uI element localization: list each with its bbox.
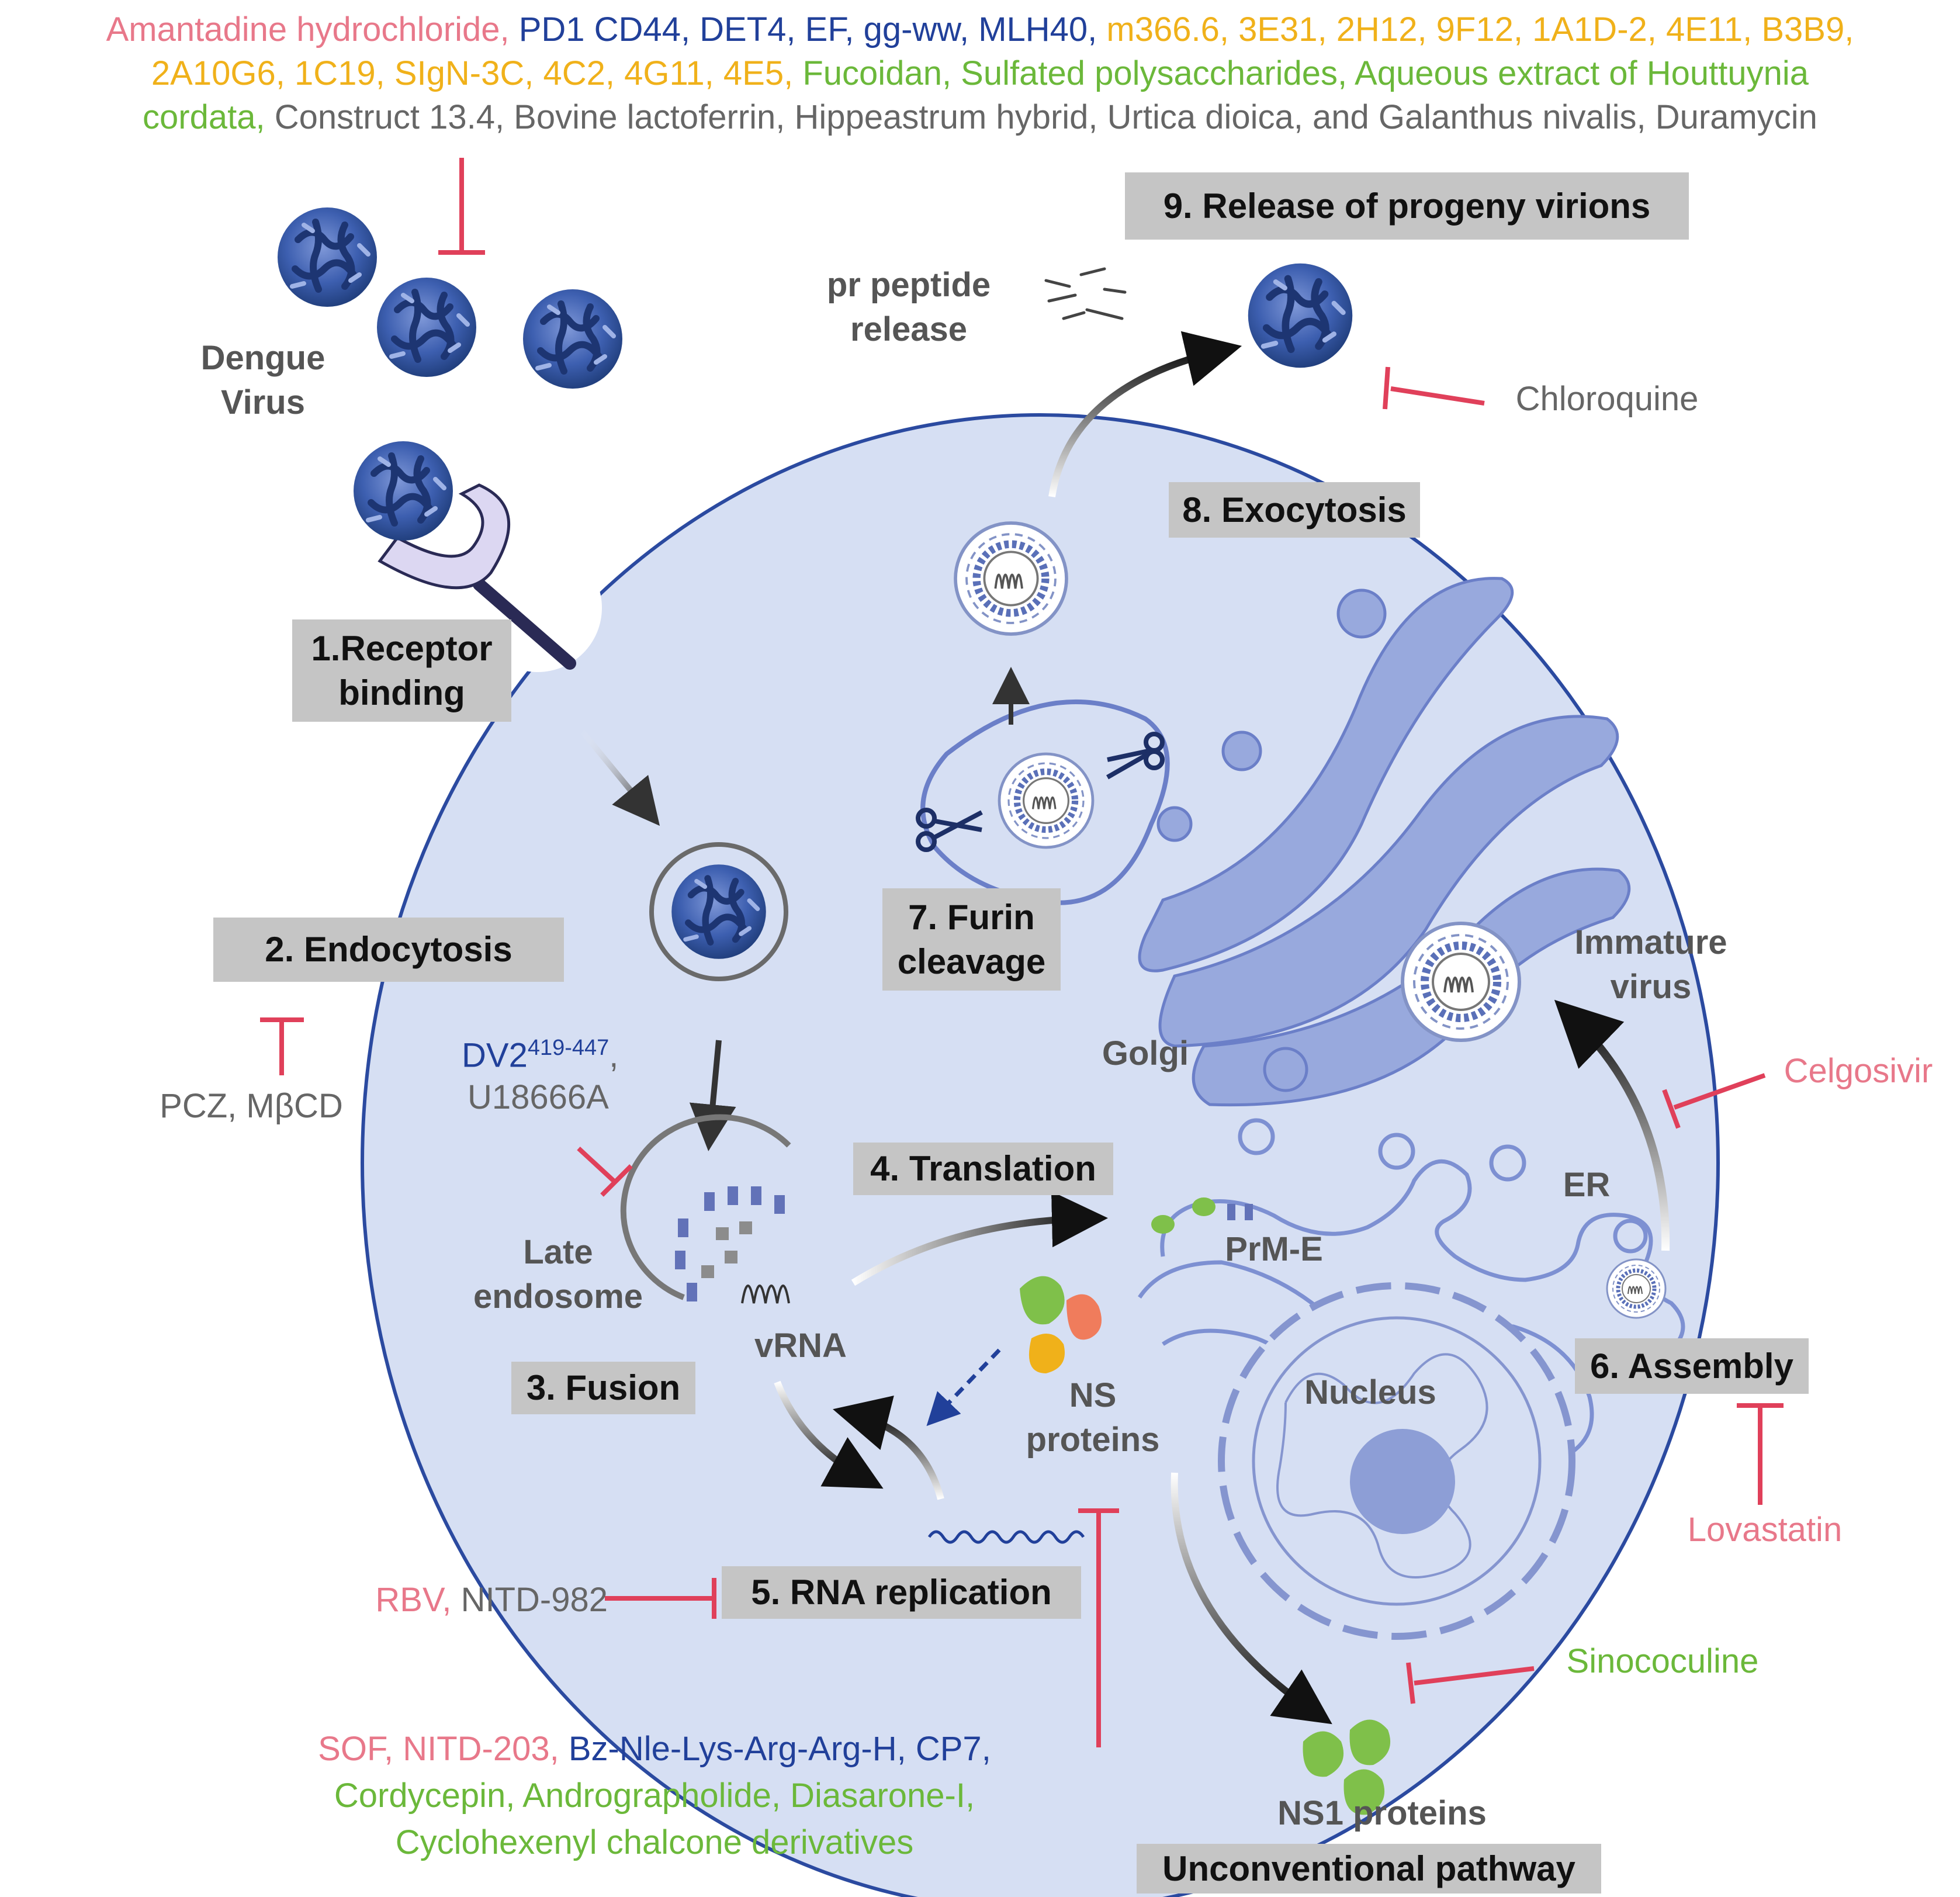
vrna-label: vRNA [754, 1327, 847, 1365]
bound-virion [354, 441, 453, 541]
ns1-proteins-label: NS1 proteins [1277, 1794, 1487, 1832]
top-inhibitor-line1-b: PD1 CD44, DET4, EF, gg-ww, MLH40, [518, 11, 1097, 49]
bottom-inhibitors-line2: Cordycepin, Andrographolide, Diasarone-I… [334, 1777, 975, 1815]
step-1-line1: 1.Receptor [311, 628, 493, 668]
pr-peptide-label: pr peptide release [792, 263, 1026, 352]
immature-virus-line1: Immature [1574, 923, 1727, 961]
top-inhibitor-line1-a: Amantadine hydrochloride, [106, 11, 510, 49]
step-1-line2: binding [338, 673, 465, 712]
step-6-box: 6. Assembly [1575, 1338, 1809, 1394]
er-ribosomes [1151, 1197, 1253, 1234]
nitd982-text: NITD-982 [460, 1581, 608, 1619]
ns-inhibitor-symbol [1078, 1508, 1119, 1747]
rna-replication-inhibitor-symbol [605, 1578, 716, 1619]
pr-peptide-dashes [1044, 267, 1127, 320]
step-7-line1: 7. Furin [908, 897, 1035, 937]
chloroquine-label: Chloroquine [1515, 380, 1699, 418]
arrow-translation [851, 1191, 1108, 1286]
rbv-label: RBV, NITD-982 [327, 1578, 608, 1622]
step-9-box: 9. Release of progeny virions [1125, 172, 1689, 240]
step-1-box: 1.Receptor binding [292, 619, 511, 722]
maturing-virion [999, 754, 1093, 847]
unconventional-pathway-box: Unconventional pathway [1137, 1844, 1601, 1893]
dengue-virion [523, 289, 622, 389]
arrow-assembly [1554, 999, 1670, 1251]
step-7-line2: cleavage [897, 941, 1046, 981]
immature-virion [1403, 923, 1519, 1040]
top-inhibitor-line1-c: m366.6, 3E31, 2H12, 9F12, 1A1D-2, 4E11, … [1106, 11, 1854, 49]
dengue-label: Dengue Virus [175, 336, 351, 425]
bottom-inhibitors-pink: SOF, NITD-203, [318, 1730, 559, 1768]
step-3-box: 3. Fusion [511, 1362, 695, 1414]
ns-proteins-label: NS proteins [1005, 1373, 1180, 1462]
step-8-box: 8. Exocytosis [1169, 482, 1420, 538]
step-4-box: 4. Translation [853, 1143, 1113, 1195]
ns-proteins-line2: proteins [1026, 1421, 1160, 1459]
top-inhibitor-line3-b: Construct 13.4, Bovine lactoferrin, Hipp… [274, 98, 1817, 136]
dengue-label-line2: Virus [220, 383, 305, 421]
arrow-replication-down [774, 1380, 884, 1489]
dv2-base: DV2 [462, 1036, 528, 1075]
nucleus [1218, 1282, 1575, 1640]
immature-virus-line2: virus [1610, 968, 1692, 1006]
top-inhibitor-line2-a: 2A10G6, 1C19, SIgN-3C, 4C2, 4G11, 4E5, [151, 54, 794, 92]
celgosivir-inhibitor-symbol [1662, 1073, 1766, 1129]
step-2-box: 2. Endocytosis [213, 918, 564, 982]
endocytic-vesicle [649, 842, 788, 981]
lovastatin-label: Lovastatin [1687, 1511, 1843, 1549]
dv2-label: DV2419-447, [462, 1026, 660, 1078]
arrow-unconventional [1171, 1472, 1332, 1725]
scissors-icon [916, 808, 983, 852]
immature-virus-label: Immature virus [1557, 920, 1744, 1009]
late-endosome-line2: endosome [473, 1278, 643, 1316]
bottom-inhibitors-line1: SOF, NITD-203, Bz-Nle-Lys-Arg-Arg-H, CP7… [216, 1727, 1093, 1771]
dv2-superscript: 419-447 [527, 1036, 610, 1060]
late-endosome-label: Late endosome [444, 1230, 672, 1319]
ns-proteins-line1: NS [1069, 1376, 1117, 1414]
step-7-box: 7. Furin cleavage [882, 888, 1061, 991]
chloroquine-inhibitor-symbol [1383, 366, 1485, 410]
u18666a-label: U18666A [468, 1078, 609, 1116]
dengue-label-line1: Dengue [200, 339, 325, 377]
step-5-box: 5. RNA replication [722, 1566, 1081, 1619]
top-inhibitor-line3-a: cordata, [143, 98, 265, 136]
rbv-text: RBV, [375, 1581, 452, 1619]
celgosivir-label: Celgosivir [1784, 1052, 1933, 1090]
exocytosis-virion [955, 523, 1066, 634]
fusion-inhibitor-symbol [577, 1147, 633, 1197]
scissors-icon [1106, 732, 1165, 780]
er-label: ER [1563, 1166, 1611, 1204]
ns1-protein-blobs [1303, 1719, 1391, 1815]
bottom-inhibitors-line3: Cyclohexenyl chalcone derivatives [395, 1823, 914, 1861]
nucleus-label: Nucleus [1304, 1373, 1436, 1411]
arrow-ns-dashed [926, 1348, 1001, 1427]
late-endosome [620, 1114, 791, 1304]
rna-strand [927, 1530, 1085, 1544]
ns-protein-blobs [1020, 1276, 1102, 1373]
top-inhibitor-symbol [438, 158, 485, 255]
pr-peptide-line2: release [850, 310, 967, 348]
assembling-virion [1607, 1259, 1665, 1318]
top-inhibitor-line2-b: Fucoidan, Sulfated polysaccharides, Aque… [802, 54, 1809, 92]
receptor [378, 483, 576, 670]
endocytosis-inhibitor-symbol [260, 1017, 304, 1075]
dengue-virion [377, 278, 476, 377]
late-endosome-line1: Late [523, 1233, 593, 1271]
pcz-label: PCZ, MβCD [160, 1087, 343, 1125]
golgi-label: Golgi [1102, 1034, 1189, 1072]
arrow-entry [579, 728, 660, 826]
sinococuline-inhibitor-symbol [1406, 1662, 1535, 1704]
pr-peptide-line1: pr peptide [826, 266, 991, 304]
bottom-inhibitors-blue: Bz-Nle-Lys-Arg-Arg-H, CP7, [568, 1730, 991, 1768]
arrow-release [1048, 331, 1242, 497]
sinococuline-label: Sinococuline [1566, 1642, 1759, 1680]
dengue-virion [278, 207, 377, 307]
dv2-comma: , [609, 1036, 619, 1075]
progeny-virion [1248, 264, 1353, 368]
lovastatin-inhibitor-symbol [1737, 1403, 1784, 1505]
prm-e-label: PrM-E [1225, 1230, 1323, 1268]
arrow-replication-up [833, 1396, 944, 1500]
